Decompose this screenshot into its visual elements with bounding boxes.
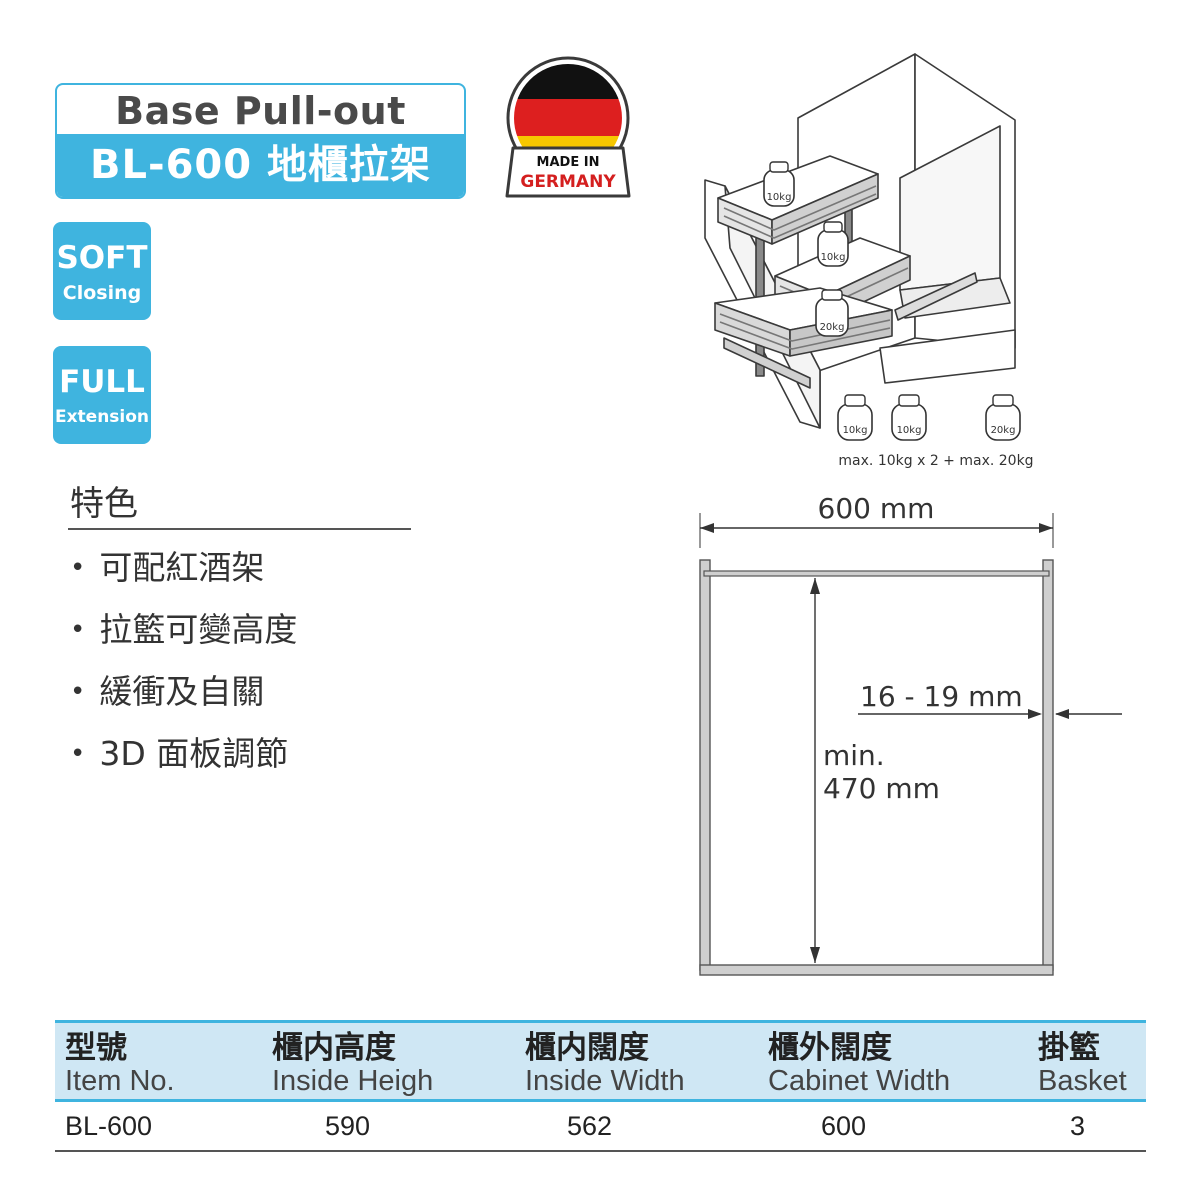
cabinet-pullout-illustration: 10kg 10kg 20kg 10kg 10kg 20kg max. 10kg … xyxy=(704,53,1034,469)
basket-weight-label: 10kg xyxy=(821,252,846,263)
panel-thickness-label: 16 - 19 mm xyxy=(860,680,1023,713)
weight-legend-label: 10kg xyxy=(843,425,868,436)
load-caption: max. 10kg x 2 + max. 20kg xyxy=(838,453,1033,469)
features-heading: 特色 xyxy=(70,484,138,524)
cell-inside-width: 562 xyxy=(567,1111,613,1141)
height-dimension-label-2: 470 mm xyxy=(823,772,940,805)
table-row: BL-600 590 562 600 3 xyxy=(55,1102,1146,1152)
weight-legend-label: 10kg xyxy=(897,425,922,436)
cell-item-no: BL-600 xyxy=(65,1111,153,1141)
weight-icon: 10kg xyxy=(817,221,849,267)
cell-cabinet-width: 600 xyxy=(821,1111,867,1141)
cell-inside-height: 590 xyxy=(325,1111,371,1141)
feature-item: 拉籃可變高度 xyxy=(70,610,297,672)
table-header-row: 型號 Item No. 櫃内高度 Inside Heigh 櫃内闊度 Insid… xyxy=(55,1020,1146,1102)
cell-basket: 3 xyxy=(1070,1111,1086,1141)
weight-icon: 10kg xyxy=(837,394,873,441)
basket-weight-label: 20kg xyxy=(820,322,845,333)
header-cabinet-width: 櫃外闊度 Cabinet Width xyxy=(768,1030,951,1097)
header-inside-height: 櫃内高度 Inside Heigh xyxy=(272,1030,434,1097)
weight-icon: 20kg xyxy=(985,394,1021,441)
height-dimension-label-1: min. xyxy=(823,739,885,772)
width-dimension-label: 600 mm xyxy=(818,492,935,525)
closing-label: Closing xyxy=(62,282,142,304)
title-box: Base Pull-out BL-600 地櫃拉架 xyxy=(55,83,466,199)
header-item-no: 型號 Item No. xyxy=(65,1030,175,1097)
soft-label: SOFT xyxy=(56,240,148,276)
product-title-en: Base Pull-out xyxy=(115,89,406,133)
weight-icon: 10kg xyxy=(891,394,927,441)
extension-label: Extension xyxy=(54,407,150,427)
spec-table: 型號 Item No. 櫃内高度 Inside Heigh 櫃内闊度 Insid… xyxy=(55,1020,1146,1152)
full-label: FULL xyxy=(59,364,145,400)
feature-item: 3D 面板調節 xyxy=(70,734,297,796)
weight-icon: 10kg xyxy=(763,161,795,207)
soft-closing-badge: SOFT Closing xyxy=(53,222,151,320)
badge-made-in: MADE IN xyxy=(537,155,600,170)
header-inside-width: 櫃内闊度 Inside Width xyxy=(525,1030,685,1097)
header-basket: 掛籃 Basket xyxy=(1038,1030,1127,1097)
basket-weight-label: 10kg xyxy=(767,192,792,203)
features-divider xyxy=(68,528,411,530)
weight-legend-label: 20kg xyxy=(991,425,1016,436)
made-in-germany-badge: MADE IN GERMANY xyxy=(505,56,631,198)
feature-item: 可配紅酒架 xyxy=(70,548,297,610)
product-title-model: BL-600 地櫃拉架 xyxy=(57,134,464,197)
dimension-drawing: 600 mm min. 470 mm 16 - 19 mm xyxy=(699,492,1122,976)
features-list: 可配紅酒架 拉籃可變高度 緩衝及自關 3D 面板調節 xyxy=(70,548,297,796)
feature-item: 緩衝及自關 xyxy=(70,672,297,734)
weight-icon: 20kg xyxy=(815,289,849,337)
full-extension-badge: FULL Extension xyxy=(53,346,151,444)
badge-germany: GERMANY xyxy=(520,172,616,192)
